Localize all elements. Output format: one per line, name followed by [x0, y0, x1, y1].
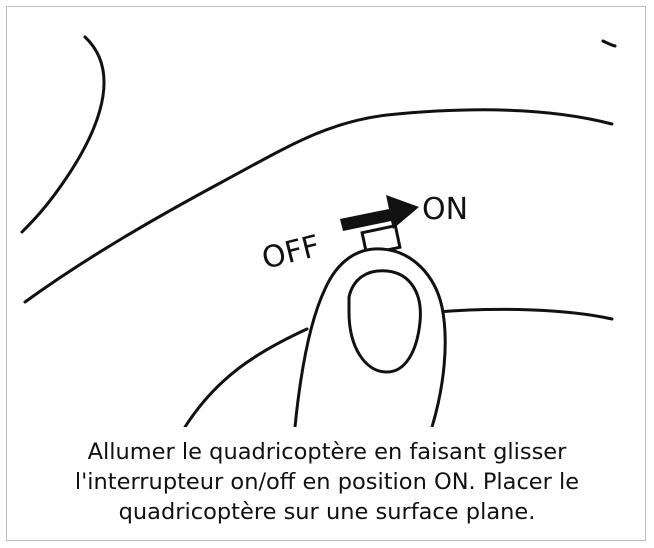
caption-line-3: quadricoptère sur une surface plane. [118, 499, 536, 525]
off-label: OFF [258, 229, 323, 277]
switch-arrow-icon [340, 195, 419, 231]
finger-icon [293, 247, 447, 427]
instruction-caption: Allumer le quadricoptère en faisant glis… [7, 437, 645, 527]
instruction-panel: OFF ON Allumer le quadricoptère en faisa… [6, 6, 646, 541]
caption-line-2: l'interrupteur on/off en position ON. Pl… [74, 469, 580, 495]
quadcopter-outline [20, 35, 617, 427]
on-label: ON [422, 192, 468, 227]
switch-illustration: OFF ON [20, 35, 617, 427]
caption-line-1: Allumer le quadricoptère en faisant glis… [87, 439, 567, 465]
